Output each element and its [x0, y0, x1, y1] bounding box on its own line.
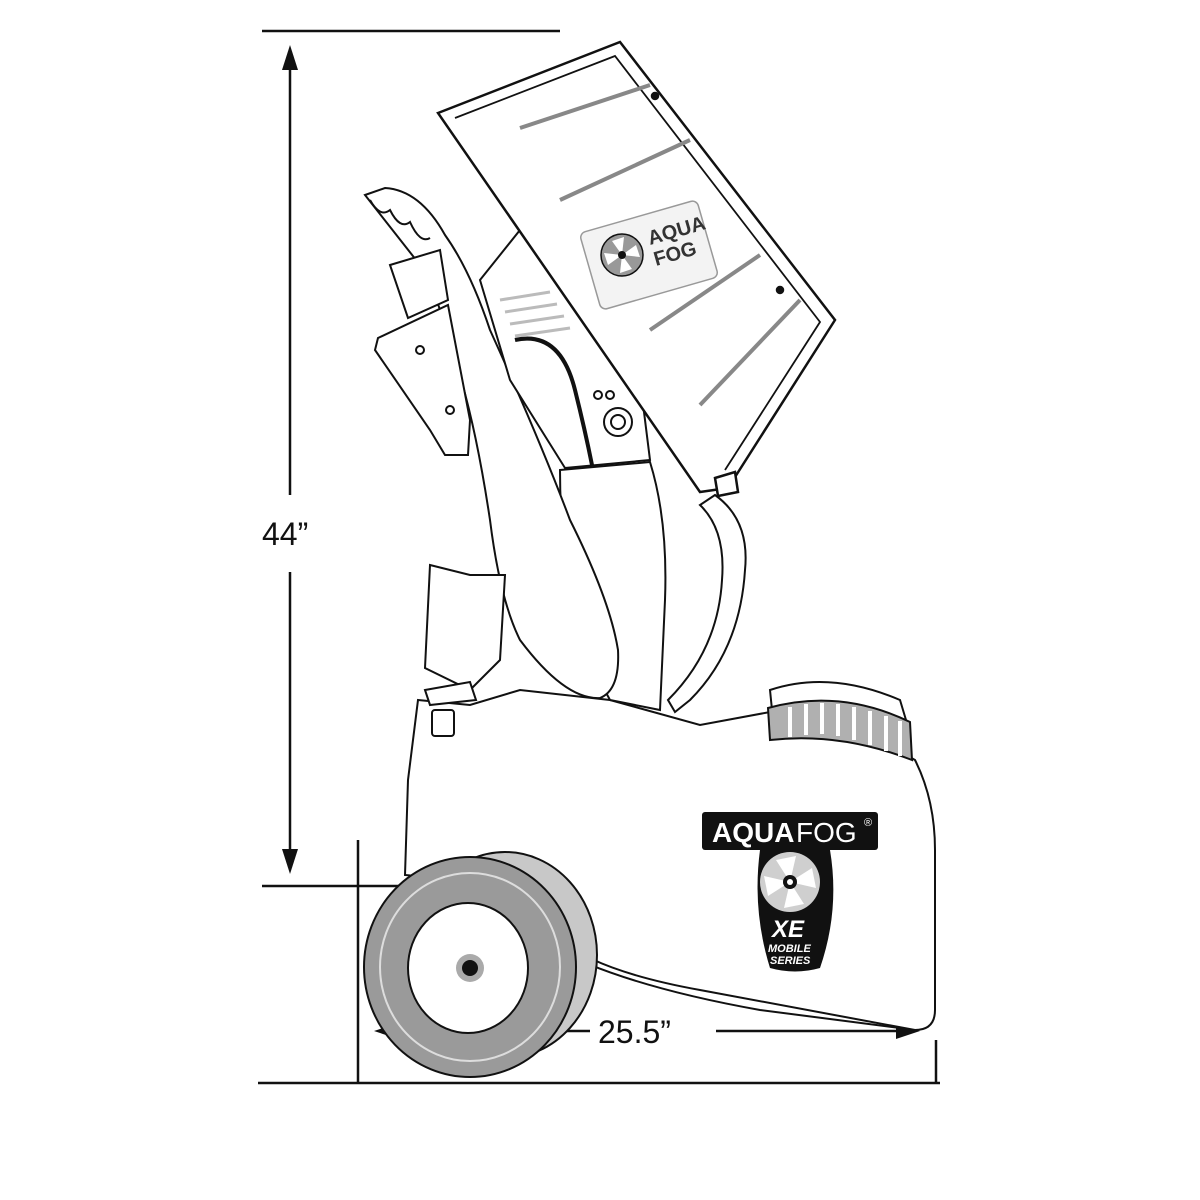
fan-head: AQUA FOG — [436, 40, 837, 498]
height-label: 44” — [262, 516, 308, 552]
connector-top — [423, 680, 478, 707]
handle-column — [363, 186, 747, 737]
fan-head-neck — [713, 470, 740, 498]
vent-grille — [499, 290, 571, 338]
width-label: 25.5” — [598, 1014, 671, 1050]
arrowhead-up — [282, 45, 298, 70]
axle-inner — [462, 960, 478, 976]
panel-screw — [650, 91, 660, 101]
fan-head-ribs — [519, 83, 802, 407]
logo-banner — [702, 812, 878, 850]
side-bracket — [373, 303, 472, 456]
fill-cap — [766, 681, 914, 762]
logo-aqua: AQUA — [712, 817, 794, 848]
indicator-light — [605, 390, 615, 400]
fan-head-inner — [454, 54, 822, 471]
badge-line1: MOBILE — [768, 943, 811, 955]
connector — [431, 709, 455, 737]
logo-registered: ® — [864, 817, 872, 829]
handle-grip — [369, 199, 431, 241]
power-cable — [514, 336, 594, 466]
badge-model: XE — [770, 916, 805, 943]
control-knob-inner — [610, 414, 626, 430]
logo-fog: FOG — [796, 817, 857, 848]
arrowhead-down — [282, 849, 298, 874]
panel-screw — [775, 285, 785, 295]
bracket-screw — [445, 405, 455, 415]
cap-ridges — [788, 703, 902, 756]
panel-logo: AQUA FOG — [580, 200, 718, 310]
fan-icon — [760, 852, 820, 912]
handle-arm — [363, 186, 620, 700]
height-dimension — [262, 29, 560, 888]
badge-line2: SERIES — [770, 955, 811, 967]
indicator-light — [593, 390, 603, 400]
front-logo: AQUA FOG ® XE MOBILE SERIES — [702, 812, 878, 972]
hose — [666, 493, 747, 714]
hook-bracket — [388, 248, 450, 320]
wheel-rim-line — [379, 872, 561, 1062]
control-knob — [603, 407, 633, 437]
wheel — [363, 851, 598, 1078]
bracket-screw — [415, 345, 425, 355]
electrical-box — [423, 563, 507, 692]
fan-icon-panel — [600, 233, 644, 277]
control-section — [478, 228, 652, 470]
